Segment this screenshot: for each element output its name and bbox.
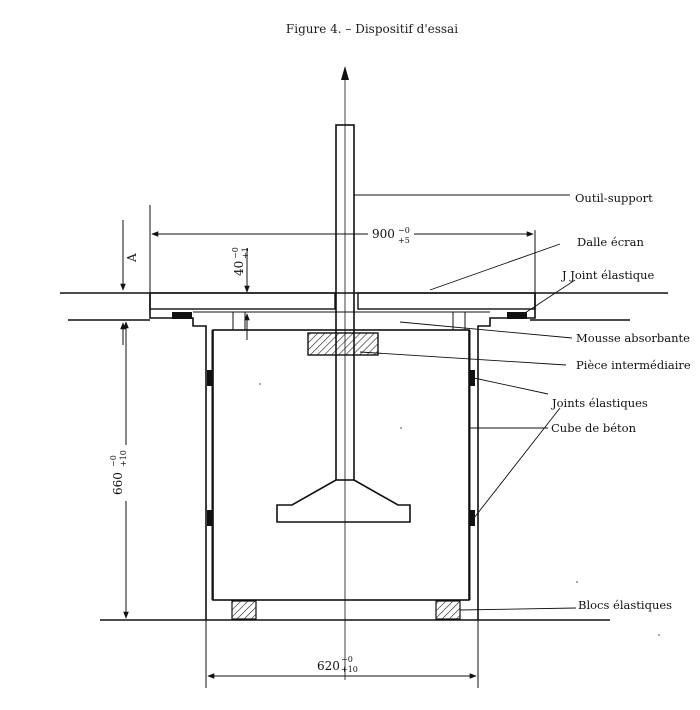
label-blocs-elastiques: Blocs élastiques	[578, 598, 672, 612]
speck	[576, 581, 578, 583]
leader-piece-intermediaire	[359, 351, 567, 366]
side-joint-left-top	[207, 370, 212, 386]
concrete-cube	[212, 329, 470, 601]
label-joint-elastique: J Joint élastique	[561, 268, 654, 282]
top-joint-right	[507, 312, 527, 319]
side-joint-right-bottom	[470, 510, 475, 526]
dim-900-lower: +5	[398, 236, 410, 245]
dim-900-mask	[368, 226, 414, 240]
figure-caption: Figure 4. – Dispositif d'essai	[286, 22, 458, 36]
intermediate-piece	[307, 332, 379, 356]
leader-joint-elastique	[524, 279, 576, 314]
label-dalle-ecran: Dalle écran	[577, 235, 644, 249]
dim-40-upper: −0	[231, 247, 240, 259]
dim-620-upper: −0	[341, 655, 353, 664]
dim-620-lower: +10	[341, 665, 358, 674]
dim-900-upper: −0	[398, 226, 410, 235]
tool-shaft	[335, 124, 355, 481]
elastic-block-right	[435, 600, 461, 620]
tool-axis-arrowhead	[341, 66, 349, 80]
leader-mousse-absorbante	[399, 321, 573, 339]
leader-joints-elastiques-b	[473, 407, 561, 519]
label-joints-elastiques: Joints élastiques	[551, 396, 648, 410]
slab-left	[149, 292, 336, 310]
speck	[658, 634, 660, 636]
leader-blocs-elastiques	[459, 607, 577, 611]
dim-a-label: A	[125, 253, 139, 263]
dim-660-upper: −0	[109, 455, 118, 467]
label-piece-intermediaire: Pièce intermédiaire	[576, 358, 691, 372]
leader-dalle-ecran	[429, 243, 561, 291]
elastic-block-left	[231, 600, 257, 620]
dim-40-value: 40	[232, 261, 246, 276]
top-joint-left	[172, 312, 192, 319]
label-outil-support: Outil-support	[575, 191, 653, 205]
outer-housing	[149, 293, 536, 620]
dim-660-lower: +10	[119, 450, 128, 467]
foam-post-left	[232, 311, 246, 331]
side-joint-right-top	[470, 370, 475, 386]
speck	[259, 383, 261, 385]
dim-900-value: 900	[372, 227, 395, 241]
dim-660-mask	[110, 445, 140, 501]
dim-40-lower: +1	[241, 247, 250, 259]
side-joint-left-bottom	[207, 510, 212, 526]
label-cube-de-beton: Cube de béton	[551, 421, 637, 435]
label-mousse-absorbante: Mousse absorbante	[576, 331, 690, 345]
tool-foot	[276, 479, 411, 523]
slab-right	[357, 292, 536, 310]
dim-660-value: 660	[111, 472, 125, 495]
speck	[400, 427, 402, 429]
leader-joints-elastiques-a	[473, 377, 549, 395]
dim-620-value: 620	[317, 659, 340, 673]
